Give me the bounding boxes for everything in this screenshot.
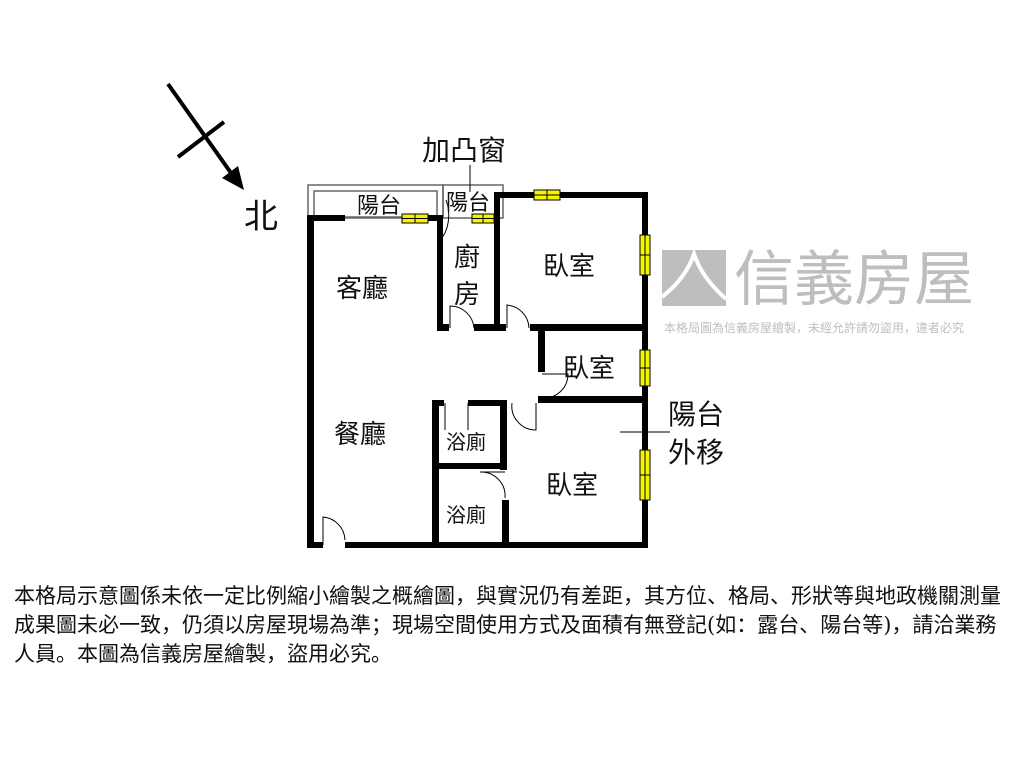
living-room-label: 客廳 xyxy=(336,274,388,304)
kitchen-label-2: 房 xyxy=(454,280,480,310)
bay-window-label: 加凸窗 xyxy=(422,134,506,167)
balcony-moved-label-1: 陽台 xyxy=(668,398,724,431)
watermark-text: 本格局圖為信義房屋繪製，未經允許請勿盜用，違者必究 xyxy=(664,320,964,335)
dining-room-label: 餐廳 xyxy=(334,420,386,450)
watermark-brand: 信義房屋 xyxy=(734,245,974,315)
brand-logo-icon xyxy=(660,247,728,306)
north-label: 北 xyxy=(244,197,278,237)
kitchen-label-1: 廚 xyxy=(454,243,480,273)
balcony-moved-label-2: 外移 xyxy=(668,436,724,469)
north-arrow-icon xyxy=(166,82,244,190)
disclaimer-text: 本格局示意圖係未依一定比例縮小繪製之概繪圖，與實況仍有差距，其方位、格局、形狀等… xyxy=(14,584,1001,666)
bedroom-3-label: 臥室 xyxy=(546,471,598,501)
bath-2-label: 浴廁 xyxy=(446,503,486,527)
balcony-front-label: 陽台 xyxy=(357,194,401,219)
bedroom-1-label: 臥室 xyxy=(543,252,595,282)
bath-1-label: 浴廁 xyxy=(446,430,486,454)
doors xyxy=(322,199,569,545)
watermark: 信義房屋 本格局圖為信義房屋繪製，未經允許請勿盜用，違者必究 xyxy=(660,245,974,335)
balcony-kitchen-label: 陽台 xyxy=(446,191,490,216)
annotation-leaders xyxy=(469,165,670,433)
windows xyxy=(401,189,651,501)
bedroom-2-label: 臥室 xyxy=(563,354,615,384)
